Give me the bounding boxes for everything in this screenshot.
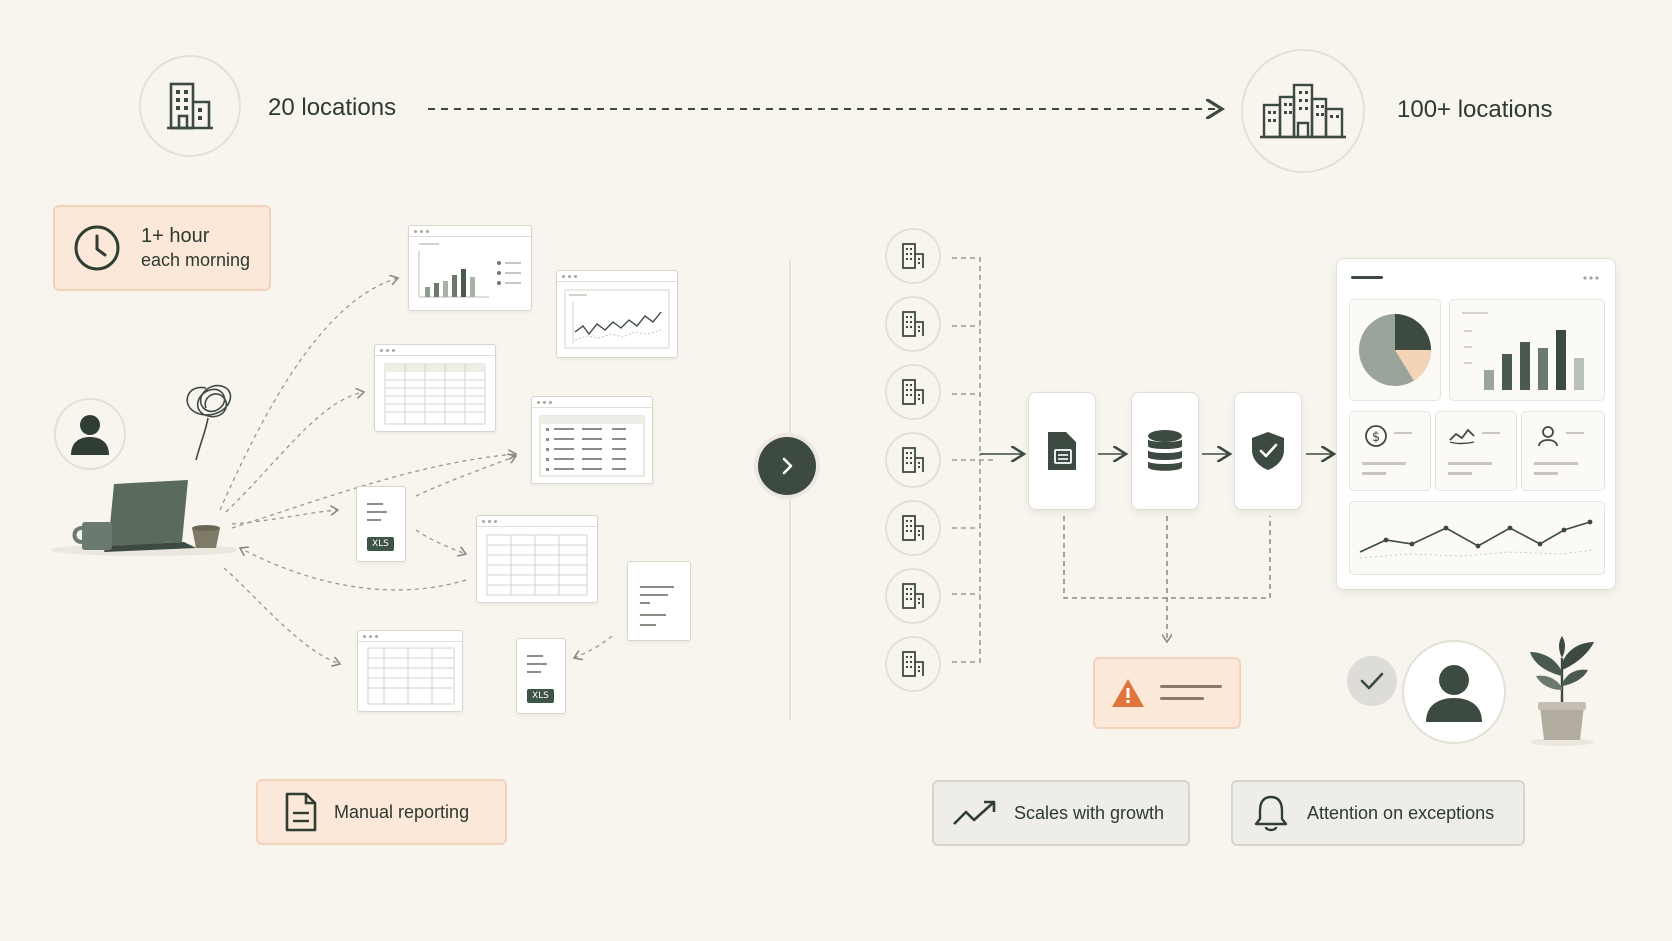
laptop-desk-scene	[51, 480, 236, 556]
report-window-line-chart	[556, 270, 678, 358]
building-icon	[902, 379, 924, 405]
location-node-2	[885, 296, 941, 352]
line-chart	[1359, 519, 1595, 559]
approval-check-badge	[1347, 656, 1397, 706]
check-icon	[1360, 672, 1384, 690]
report-window-bar-chart	[408, 225, 532, 311]
document-icon	[1048, 432, 1076, 470]
xls-tag-2: XLS	[527, 689, 554, 703]
attention-exceptions-label: Attention on exceptions	[1307, 802, 1495, 823]
dollar-icon: $	[1362, 425, 1412, 475]
chevron-right-icon	[782, 457, 793, 475]
mini-trend-icon	[1448, 428, 1500, 475]
scales-with-growth-label: Scales with growth	[1014, 802, 1165, 823]
user-icon	[1534, 426, 1584, 475]
clock-icon	[74, 225, 120, 271]
stage-store	[1131, 392, 1199, 510]
manager-avatar	[1402, 640, 1506, 744]
exception-alert-card	[1093, 657, 1241, 729]
report-window-table-2	[531, 396, 653, 484]
stage-ingest	[1028, 392, 1096, 510]
report-window-table-3	[476, 515, 598, 603]
building-icon	[902, 447, 924, 473]
location-node-1	[885, 228, 941, 284]
database-icon	[1148, 430, 1182, 471]
start-locations-label: 20 locations	[268, 94, 397, 121]
location-node-7	[885, 636, 941, 692]
scales-with-growth-badge: Scales with growth	[932, 780, 1190, 846]
tangle-icon	[186, 384, 232, 461]
time-cost-badge: 1+ hour each morning	[53, 205, 271, 291]
city-badge	[1241, 49, 1365, 173]
alert-text-lines	[1160, 685, 1222, 700]
bell-icon	[1254, 795, 1288, 832]
xls-file-1: XLS	[356, 486, 406, 562]
attention-exceptions-badge: Attention on exceptions	[1231, 780, 1525, 846]
kpi-card-users	[1521, 411, 1605, 491]
manual-reporting-label: Manual reporting	[334, 801, 470, 822]
xls-tag-1: XLS	[367, 537, 394, 551]
trend-up-icon	[953, 800, 996, 825]
kpi-card-trend	[1435, 411, 1517, 491]
pie-chart	[1359, 314, 1432, 386]
city-buildings-icon	[1260, 83, 1346, 139]
analyst-avatar	[54, 398, 126, 470]
report-window-table-4	[357, 630, 463, 712]
shield-check-icon	[1252, 432, 1284, 470]
location-node-4	[885, 432, 941, 488]
line-chart-card	[1349, 501, 1605, 575]
location-node-5	[885, 500, 941, 556]
bar-chart	[1462, 312, 1584, 390]
location-node-6	[885, 568, 941, 624]
kpi-card-revenue: $	[1349, 411, 1431, 491]
bar-chart-card	[1449, 299, 1605, 401]
xls-file-2: XLS	[516, 638, 566, 714]
report-window-table-1	[374, 344, 496, 432]
text-document	[627, 561, 691, 641]
building-icon	[167, 82, 213, 130]
warning-icon	[1112, 679, 1144, 707]
document-icon	[285, 792, 317, 832]
time-cost-line1: 1+ hour	[141, 225, 210, 247]
transition-arrow-button[interactable]	[758, 437, 816, 495]
person-icon	[1426, 665, 1482, 722]
plant-icon	[1530, 636, 1594, 746]
stage-validate	[1234, 392, 1302, 510]
building-icon	[902, 651, 924, 677]
svg-text:$: $	[1372, 430, 1380, 445]
person-icon	[71, 415, 109, 455]
building-icon	[902, 311, 924, 337]
dashboard-panel: $	[1336, 258, 1616, 590]
small-building-badge	[139, 55, 241, 157]
building-icon	[902, 583, 924, 609]
building-icon	[902, 243, 924, 269]
dashboard-header	[1351, 276, 1599, 280]
time-cost-line2: each morning	[141, 250, 251, 270]
building-icon	[902, 515, 924, 541]
pie-chart-card	[1349, 299, 1441, 401]
target-locations-label: 100+ locations	[1397, 96, 1553, 123]
manual-reporting-badge: Manual reporting	[256, 779, 507, 845]
location-node-3	[885, 364, 941, 420]
